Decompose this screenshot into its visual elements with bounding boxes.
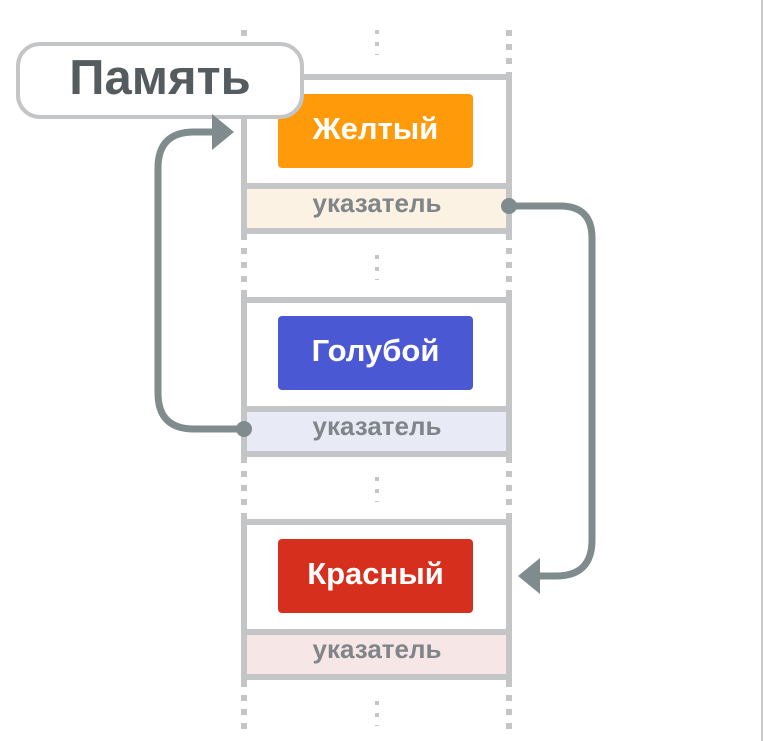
value-box: [278, 94, 473, 168]
memory-gap-dots: [241, 30, 512, 730]
memory-title-badge: Память: [16, 42, 304, 119]
page-divider: [761, 0, 763, 741]
memory-cell-red: Красный указатель: [241, 515, 512, 681]
pointer-origin-dot: [501, 198, 517, 214]
pointer-arrow-yellow-to-red: [505, 202, 596, 580]
value-label: Голубой: [312, 333, 440, 368]
arrowhead-icon: [212, 114, 234, 150]
pointer-cell-bg: [247, 635, 506, 674]
pointer-cell-bg: [247, 189, 506, 228]
value-label: Красный: [307, 556, 444, 591]
pointer-arrows: [154, 114, 596, 594]
arrowhead-icon: [518, 558, 540, 594]
value-box: [278, 539, 473, 613]
pointer-label: указатель: [313, 411, 442, 441]
memory-cell-blue: Голубой указатель: [241, 292, 512, 457]
pointer-arrow-blue-to-yellow: [154, 128, 248, 433]
pointer-label: указатель: [313, 634, 442, 664]
pointer-label: указатель: [313, 188, 442, 218]
value-box: [278, 316, 473, 390]
pointer-cell-bg: [247, 412, 506, 451]
memory-title: Память: [69, 51, 250, 105]
pointer-origin-dot: [236, 421, 252, 437]
value-label: Желтый: [312, 111, 439, 146]
